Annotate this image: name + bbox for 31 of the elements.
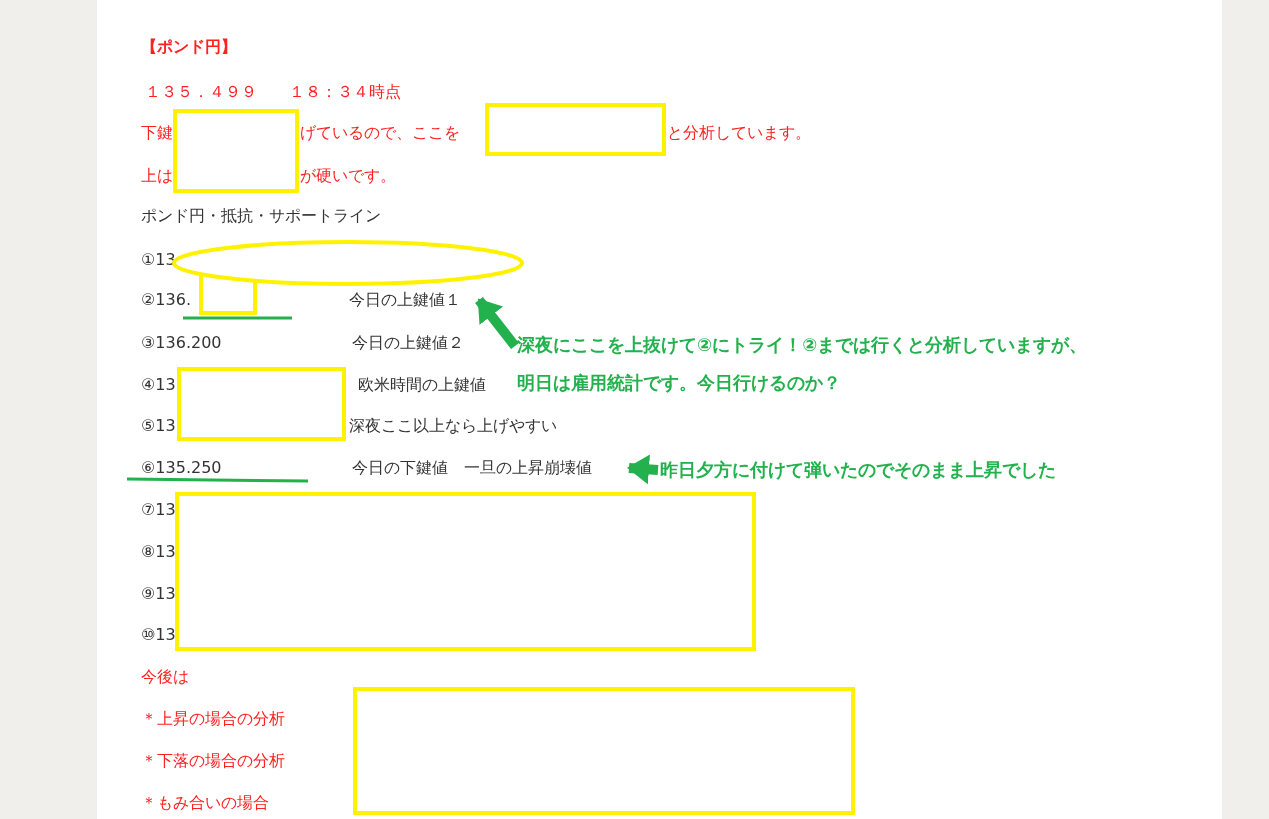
body-text: ⑤13 xyxy=(141,416,176,436)
body-text: 今日の上鍵値２ xyxy=(352,333,464,353)
price-level-text: ②136. xyxy=(141,290,191,310)
body-text: と分析しています。 xyxy=(667,123,811,143)
body-text: ＊下落の場合の分析 xyxy=(141,751,285,771)
body-text: ①13 xyxy=(141,250,176,270)
body-text: ⑩13 xyxy=(141,625,176,645)
body-text: ⑦13 xyxy=(141,500,176,520)
price-time-text: １３５．４９９ １８：３４時点 xyxy=(145,82,401,102)
body-text: 欧米時間の上鍵値 xyxy=(358,375,486,395)
section-heading: ポンド円・抵抗・サポートライン xyxy=(141,206,381,226)
body-text: ⑨13 xyxy=(141,584,176,604)
annotation-text: 昨日夕方に付けて弾いたのでそのまま上昇でした xyxy=(660,451,1200,489)
body-text: ＊上昇の場合の分析 xyxy=(141,709,285,729)
level-note-text: 今日の下鍵値 一旦の上昇崩壊値 xyxy=(352,458,592,478)
body-text: げているので、ここを xyxy=(300,123,460,143)
body-text: 上は xyxy=(141,166,173,186)
body-text: ⑧13 xyxy=(141,542,176,562)
arrow xyxy=(475,296,519,350)
price-level-text: ⑥135.250 xyxy=(141,458,222,478)
body-text: が硬いです。 xyxy=(300,166,396,186)
body-text: 今後は xyxy=(141,667,189,687)
body-text: ＊もみ合いの場合 xyxy=(141,793,269,813)
arrow xyxy=(627,454,659,485)
body-text: ④13 xyxy=(141,375,176,395)
annotation-text: 深夜にここを上抜けて②にトライ！②までは行くと分析していますが、明日は雇用統計です。今日行けるのか？ xyxy=(517,326,1101,402)
body-text: 下鍵 xyxy=(141,123,173,143)
heading-text: 【ポンド円】 xyxy=(141,37,237,57)
body-text: ③136.200 xyxy=(141,333,222,353)
body-text: 深夜ここ以上なら上げやすい xyxy=(349,416,557,436)
level-note-text: 今日の上鍵値１ xyxy=(349,290,461,310)
